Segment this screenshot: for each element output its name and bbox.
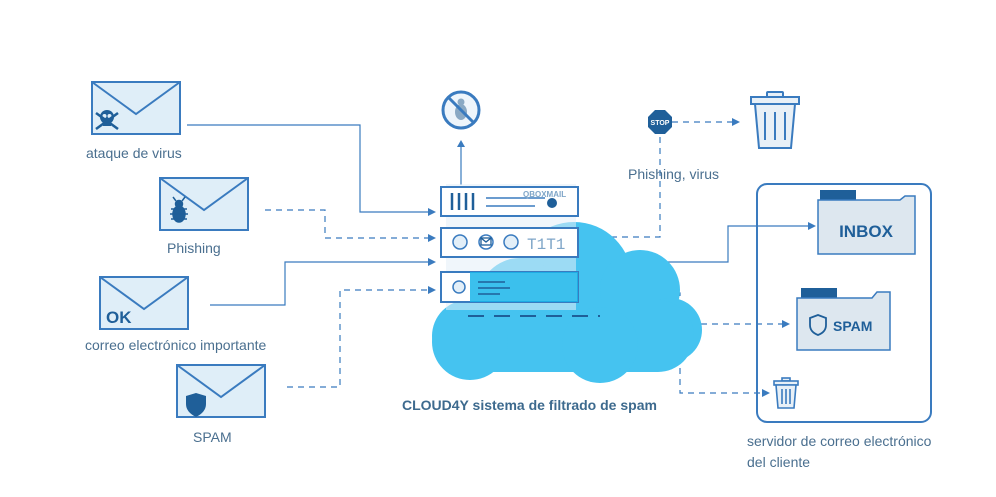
server-unit-middle: T1T1	[440, 227, 579, 258]
arrow-heads	[428, 118, 816, 397]
stop-sign-text: STOP	[651, 120, 670, 127]
skull-icon	[95, 110, 119, 131]
label-spam: SPAM	[193, 429, 232, 445]
inbox-folder: INBOX	[817, 190, 916, 255]
trash-icon	[750, 91, 800, 149]
server-counter-label: T1T1	[527, 236, 565, 254]
no-bug-icon	[441, 90, 481, 130]
arrow-virus	[428, 208, 436, 216]
spam-shield-icon	[809, 314, 827, 336]
stop-sign-icon: STOP	[648, 110, 672, 134]
line-ok-to-server	[210, 261, 428, 306]
arrow-up	[457, 140, 465, 147]
server-unit-top: QBOXMAIL	[440, 186, 579, 217]
arrow-to-client-trash	[762, 389, 770, 397]
server-stack: QBOXMAIL T1T1	[440, 184, 600, 317]
label-important-email: correo electrónico importante	[85, 337, 267, 353]
line-phishing-to-server	[265, 209, 428, 239]
line-spam-to-server	[287, 289, 428, 388]
label-client-server-line2: del cliente	[747, 454, 811, 470]
line-virus-to-server	[187, 124, 428, 213]
shield-icon	[186, 393, 206, 417]
bug-icon	[170, 196, 188, 223]
label-phishing-virus: Phishing, virus	[628, 166, 720, 182]
arrow-to-inbox	[808, 222, 816, 230]
server-status-light	[547, 198, 557, 208]
envelope-important: OK	[99, 276, 189, 330]
client-server-box	[756, 183, 932, 423]
envelope-spam	[176, 364, 266, 418]
arrow-spam	[428, 286, 436, 294]
arrow-phishing	[428, 234, 436, 242]
ok-text-icon: OK	[106, 308, 132, 327]
spam-folder: SPAM	[796, 288, 891, 351]
client-trash-icon	[773, 377, 799, 409]
label-filter-system: CLOUD4Y sistema de filtrado de spam	[402, 397, 657, 413]
server-brand-label: QBOXMAIL	[523, 190, 566, 199]
label-client-server-line1: servidor de correo electrónico	[747, 433, 932, 449]
label-phishing: Phishing	[167, 240, 221, 256]
spam-folder-label: SPAM	[833, 318, 872, 334]
arrow-to-trash	[732, 118, 740, 126]
envelope-virus	[91, 81, 181, 135]
connector-lines	[187, 121, 808, 394]
arrow-to-spam	[782, 320, 790, 328]
label-virus-attack: ataque de virus	[86, 145, 182, 161]
line-server-to-stop	[578, 135, 661, 238]
arrow-ok	[428, 258, 436, 266]
inbox-label: INBOX	[839, 222, 894, 241]
envelope-phishing	[159, 177, 249, 231]
server-unit-bottom	[440, 271, 579, 303]
